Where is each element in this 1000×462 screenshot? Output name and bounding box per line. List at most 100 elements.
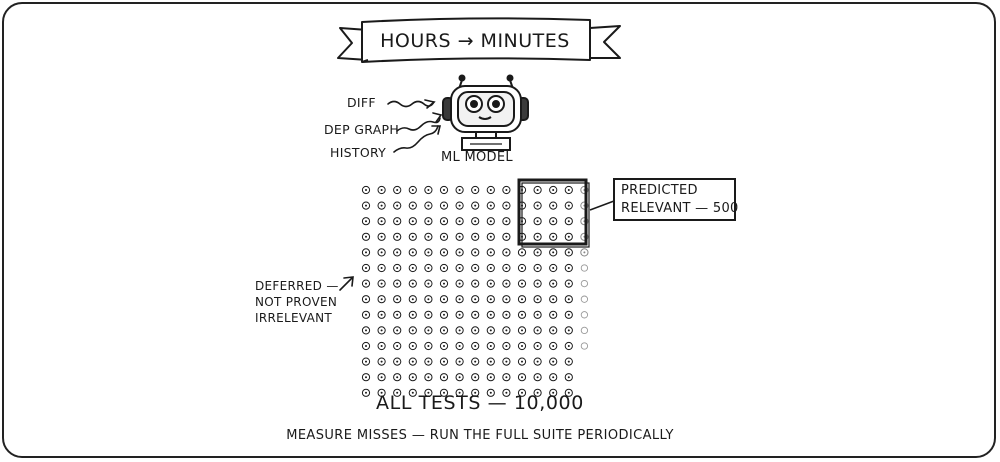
test-dot-center: [427, 189, 430, 191]
test-dot-center: [552, 345, 555, 347]
test-dot-center: [536, 376, 539, 379]
test-dot-center: [458, 220, 461, 223]
test-dot-center: [474, 360, 477, 363]
test-dot-center: [427, 376, 430, 379]
test-dot-center: [567, 345, 570, 347]
test-dot-center: [443, 220, 445, 223]
banner-ribbon: [337, 17, 621, 63]
test-dot-center: [505, 282, 508, 285]
test-dot-center: [427, 298, 430, 301]
test-dot-center: [505, 360, 508, 363]
test-dot-center: [552, 313, 555, 316]
test-dot-center: [536, 345, 539, 347]
test-dot-center: [505, 267, 508, 269]
test-dot-center: [365, 204, 367, 207]
test-dot-center: [443, 298, 445, 301]
test-dot-center: [474, 376, 477, 379]
test-dot-center: [536, 360, 539, 363]
test-dot-center: [489, 298, 492, 301]
test-dot-center: [489, 376, 492, 379]
test-dot-center: [380, 376, 383, 379]
test-dot-center: [567, 360, 570, 363]
test-dot-center: [396, 345, 399, 347]
test-dot-center: [396, 220, 399, 223]
test-dot-center: [567, 376, 570, 379]
test-dot-center: [552, 235, 555, 238]
test-dot-center: [443, 313, 445, 316]
test-dot-center: [365, 345, 367, 347]
test-dot-center: [536, 298, 539, 301]
test-dot-center: [567, 313, 570, 316]
test-dot-center: [411, 345, 414, 347]
test-dot-center: [567, 220, 570, 223]
input-label-diff: DIFF: [347, 95, 376, 110]
test-dot-center: [521, 298, 523, 301]
test-dot-center: [443, 235, 445, 238]
test-dot-center: [396, 391, 399, 394]
test-dot-center: [396, 235, 399, 238]
test-dot-center: [489, 313, 492, 316]
test-dot-center: [521, 391, 523, 394]
test-dot-center: [505, 313, 508, 316]
test-dot-center: [567, 235, 570, 238]
test-dot-center: [505, 204, 508, 207]
test-dot-center: [443, 204, 445, 207]
test-dot-center: [427, 329, 430, 332]
test-dot-center: [365, 189, 367, 191]
robot-icon: [442, 74, 529, 151]
test-dot-center: [380, 235, 383, 238]
test-dot-center: [505, 220, 508, 223]
test-dot-center: [365, 313, 367, 316]
test-dot-center: [536, 391, 539, 394]
test-dot-center: [443, 282, 445, 285]
test-dot-center: [380, 329, 383, 332]
test-dot-center: [474, 220, 477, 223]
test-dot-center: [536, 267, 539, 269]
test-dot-center: [458, 391, 461, 394]
test-dot-center: [474, 282, 477, 285]
all-tests-label: ALL TESTS — 10,000: [376, 392, 584, 414]
test-dot-center: [505, 298, 508, 301]
test-dot-center: [396, 376, 399, 379]
test-dot-center: [443, 329, 445, 332]
test-dot-center: [505, 391, 508, 394]
test-dot-center: [474, 313, 477, 316]
test-dot: [580, 326, 589, 335]
test-dot-center: [521, 267, 523, 269]
test-dot-center: [474, 251, 477, 254]
test-dot-center: [474, 204, 477, 207]
predicted-connector: [589, 200, 615, 211]
test-dot-center: [411, 298, 414, 301]
test-dot-center: [411, 391, 414, 394]
test-dot-center: [443, 189, 445, 191]
test-dot-center: [583, 251, 586, 254]
test-dot-center: [458, 345, 461, 347]
test-dot-center: [505, 251, 508, 254]
predicted-label-line1: PREDICTED: [621, 183, 698, 198]
test-dot: [580, 311, 589, 319]
test-dot-center: [552, 298, 555, 301]
test-dot-center: [411, 220, 414, 223]
test-dot-center: [474, 345, 477, 347]
test-dot-center: [427, 282, 430, 285]
test-dot-center: [396, 251, 399, 254]
predicted-label-line2: RELEVANT — 500: [621, 201, 739, 216]
test-dot-center: [458, 267, 461, 269]
test-dot-center: [443, 267, 445, 269]
test-dot-center: [427, 251, 430, 254]
test-dot-center: [380, 360, 383, 363]
test-dot-center: [458, 251, 461, 254]
predicted-label-box: [613, 178, 736, 221]
test-dot-center: [489, 235, 492, 238]
test-dot-center: [458, 313, 461, 316]
test-dot-center: [396, 189, 399, 191]
deferred-label-line3: IRRELEVANT: [255, 311, 333, 325]
test-dot-center: [552, 391, 555, 394]
test-dot-center: [505, 329, 508, 332]
test-dot-center: [365, 360, 367, 363]
test-dot-center: [443, 391, 445, 394]
test-dot-center: [380, 313, 383, 316]
test-dot-center: [365, 235, 367, 238]
test-dot-center: [411, 360, 414, 363]
test-dot-center: [458, 360, 461, 363]
